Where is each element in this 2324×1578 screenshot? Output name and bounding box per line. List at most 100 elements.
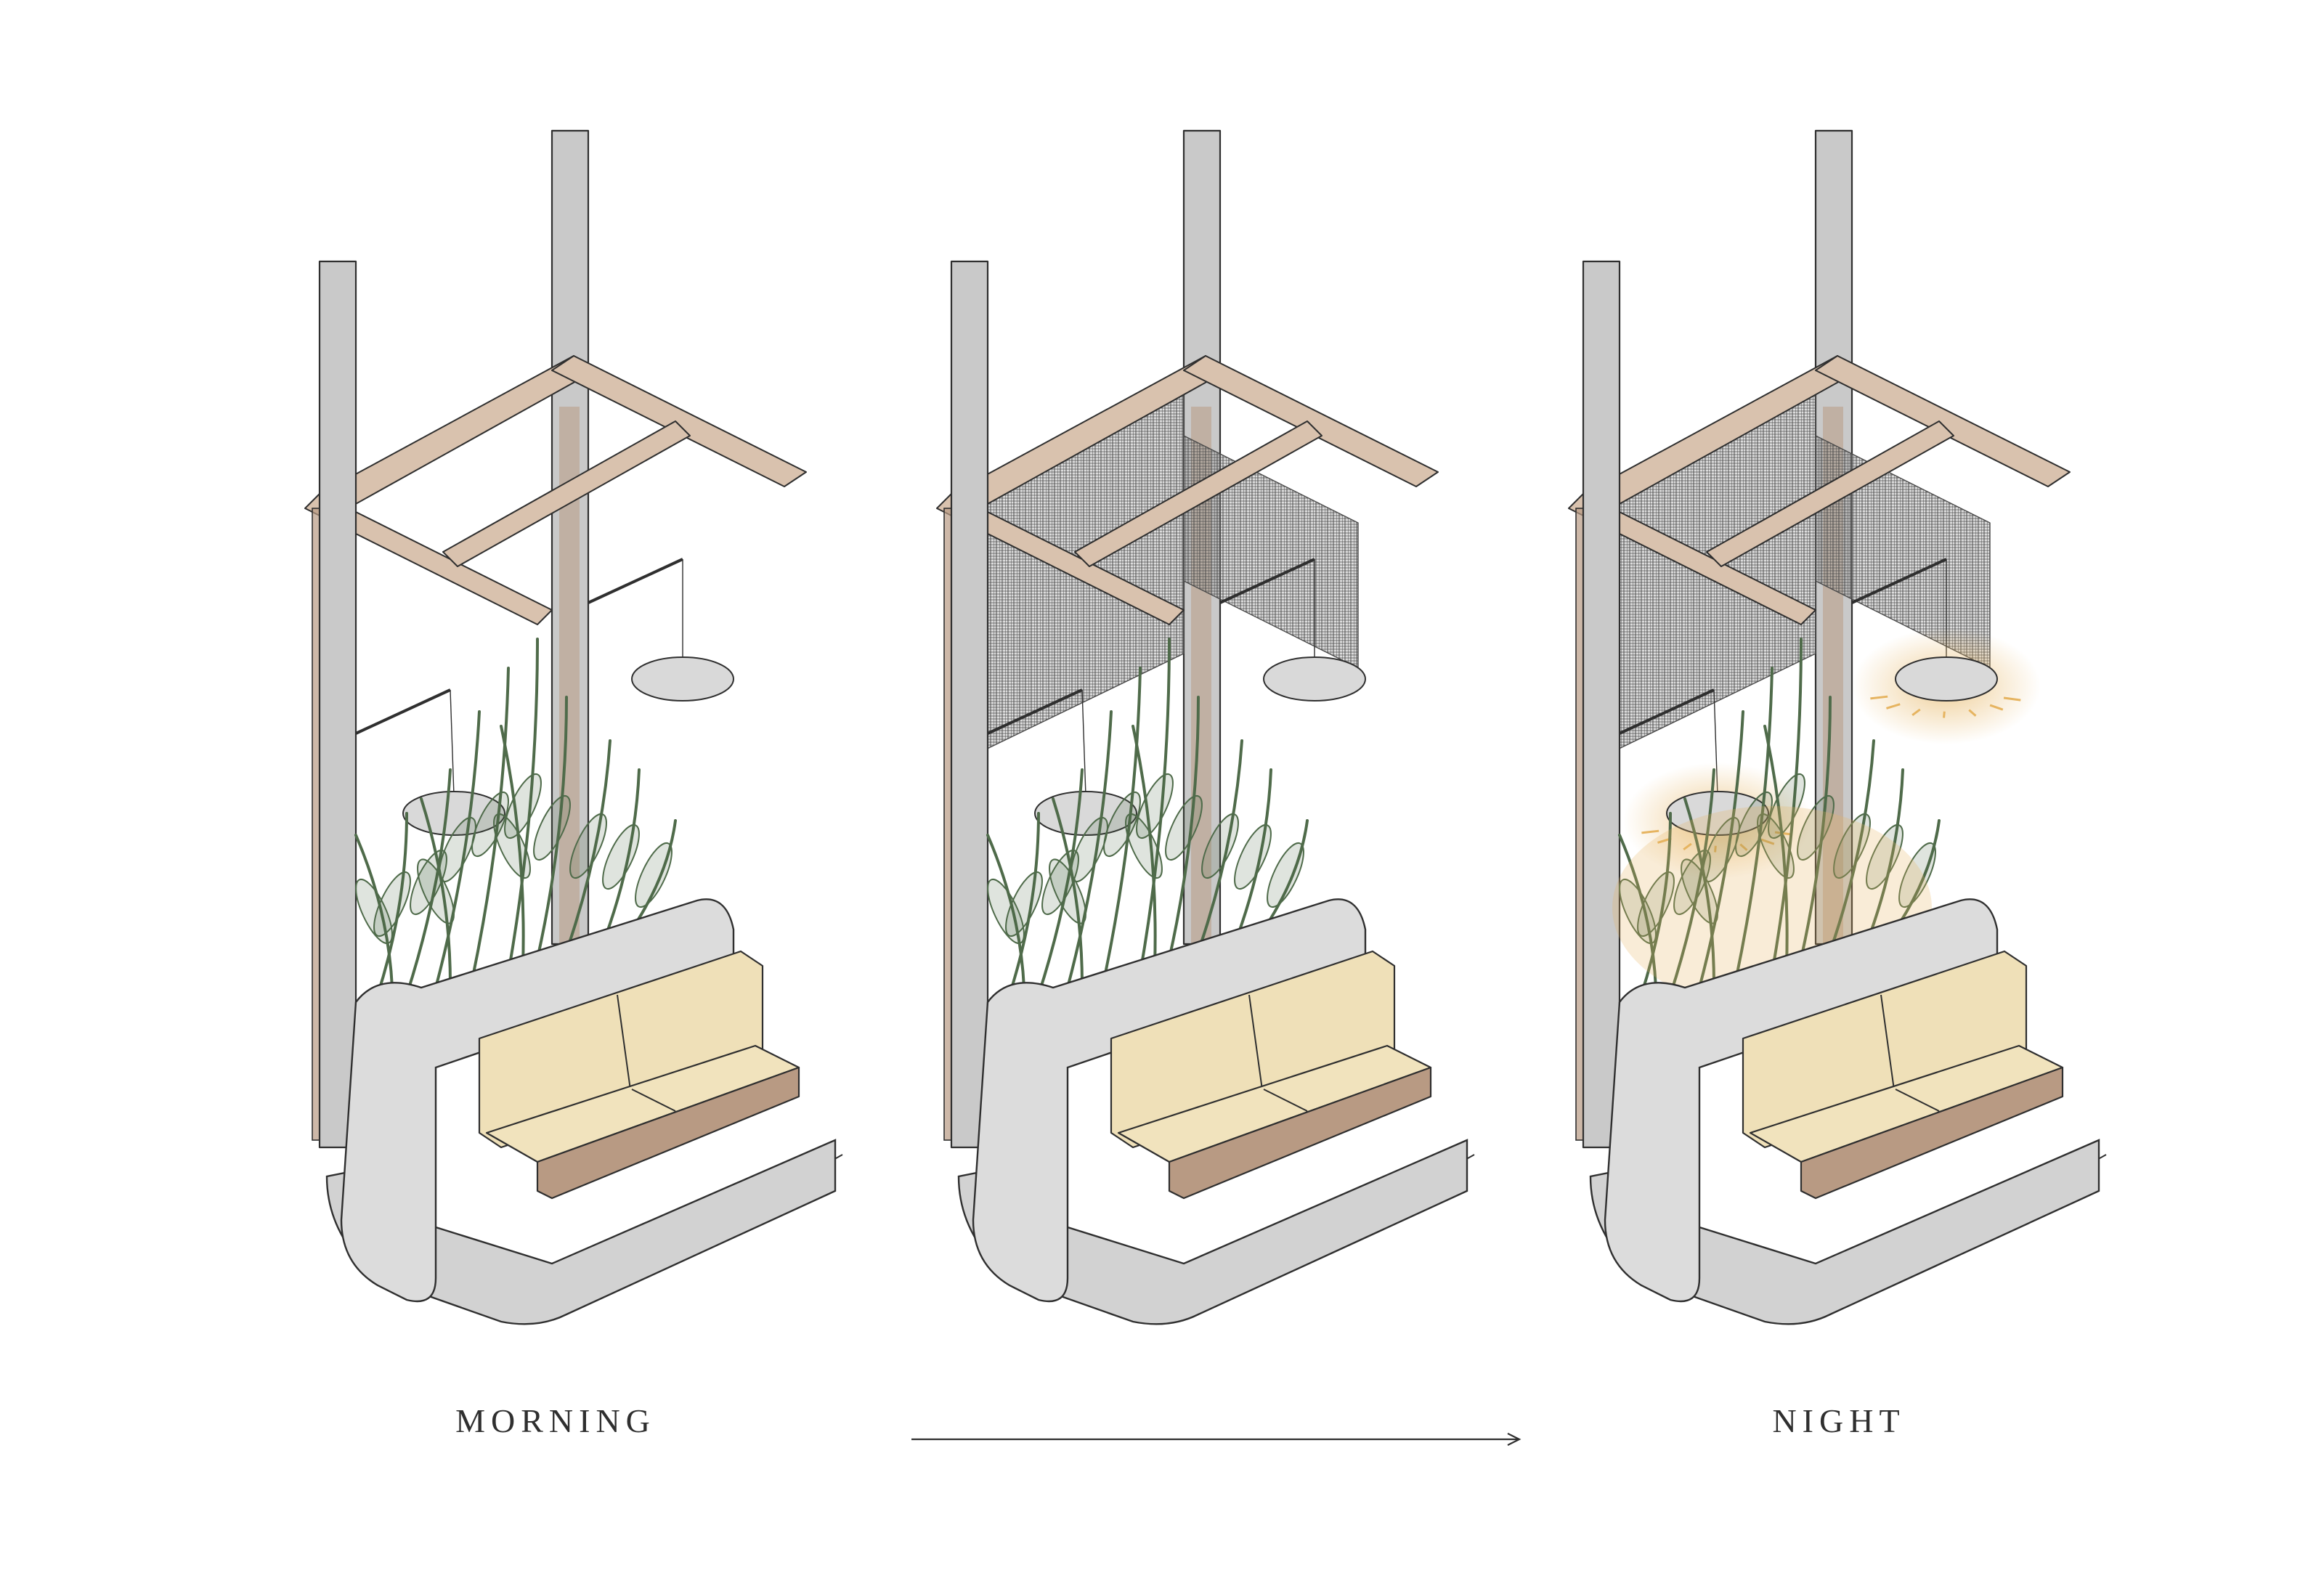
timber-beam bbox=[936, 493, 1185, 625]
plant-stem bbox=[434, 710, 481, 989]
lamp-arm bbox=[355, 688, 451, 735]
lamp-ray bbox=[1774, 831, 1792, 836]
steel-post-front bbox=[950, 260, 989, 1149]
plant-leaf bbox=[439, 816, 476, 883]
plant-leaf bbox=[1898, 842, 1936, 908]
sofa-seam bbox=[631, 1089, 676, 1112]
plant-stem bbox=[986, 834, 1025, 989]
sofa-seam bbox=[1895, 1089, 1940, 1112]
bench-timber-edge bbox=[536, 1066, 800, 1200]
plant-leaf bbox=[355, 878, 393, 945]
plant-leaf bbox=[1136, 773, 1174, 839]
plant-stem bbox=[1734, 667, 1774, 982]
lamp-ray bbox=[1886, 703, 1901, 709]
plant-stem bbox=[1008, 812, 1040, 996]
plant-stem bbox=[500, 725, 525, 967]
plant-stem bbox=[420, 797, 452, 985]
plant-stem bbox=[405, 768, 452, 996]
plant-leaf bbox=[1125, 813, 1163, 879]
timber-beam bbox=[1815, 355, 2071, 487]
timber-beam bbox=[551, 355, 807, 487]
lamp-cord bbox=[450, 689, 455, 796]
lamp-ray bbox=[1739, 843, 1748, 851]
plant-stem bbox=[536, 696, 568, 960]
plant-stem bbox=[354, 834, 394, 989]
bench-timber-edge bbox=[1168, 1066, 1432, 1200]
plant-leaf bbox=[417, 858, 455, 924]
plant-leaf bbox=[1070, 816, 1108, 883]
plant-stem bbox=[1131, 725, 1157, 967]
sofa-seam bbox=[1880, 994, 1896, 1101]
lamp-cord bbox=[1081, 689, 1086, 796]
lamp-ray bbox=[2003, 696, 2021, 701]
plant-leaf bbox=[493, 813, 531, 879]
plant-stem bbox=[1262, 819, 1309, 931]
plant-stem bbox=[1139, 638, 1171, 975]
plant-leaf bbox=[1165, 794, 1203, 861]
lamp-arm bbox=[1619, 688, 1715, 735]
plant-leaf bbox=[1735, 791, 1773, 858]
lamp-ray bbox=[1641, 829, 1659, 834]
plant-stem bbox=[1066, 710, 1113, 989]
plant-stem bbox=[507, 638, 539, 975]
plant-leaf bbox=[504, 773, 542, 839]
lamp-ray bbox=[1968, 709, 1977, 717]
plant-leaf bbox=[1619, 878, 1657, 945]
plant-leaf bbox=[1702, 816, 1740, 883]
plant-leaf bbox=[1757, 813, 1795, 879]
plant-leaf bbox=[1234, 823, 1272, 890]
bench-sofa bbox=[1742, 950, 2064, 1200]
plant-stem bbox=[1800, 696, 1832, 960]
sofa-seam bbox=[617, 994, 633, 1101]
plant-stem bbox=[1640, 812, 1672, 996]
plant-stem bbox=[1052, 797, 1084, 985]
lamp-ray bbox=[1870, 695, 1888, 700]
timber-beam bbox=[304, 493, 553, 625]
timber-beam bbox=[1706, 420, 1954, 567]
lamp-arm bbox=[1851, 558, 1947, 604]
plant-leaf bbox=[1797, 794, 1835, 861]
plant-leaf bbox=[602, 823, 640, 890]
plant-stem bbox=[1102, 667, 1142, 982]
lamp-shade bbox=[1895, 656, 1998, 701]
vignette-1 bbox=[304, 129, 843, 1325]
plant-leaf bbox=[1049, 858, 1086, 924]
bench-timber-edge bbox=[1800, 1066, 2064, 1200]
plant-leaf bbox=[1267, 842, 1304, 908]
plant-stem bbox=[1698, 710, 1744, 989]
steel-post-front bbox=[318, 260, 357, 1149]
sofa-seam bbox=[1263, 1089, 1308, 1112]
bench-sofa bbox=[478, 950, 800, 1200]
plant-leaf bbox=[1681, 858, 1718, 924]
bench-sofa bbox=[1110, 950, 1432, 1200]
plant-stem bbox=[1771, 638, 1803, 975]
lamp-arm bbox=[987, 688, 1083, 735]
plant-leaf bbox=[635, 842, 673, 908]
planting bbox=[986, 638, 1309, 996]
label-morning: MORNING bbox=[455, 1402, 656, 1439]
plant-stem bbox=[1037, 768, 1084, 996]
lamp-ray bbox=[1943, 711, 1946, 718]
pendant-lamp bbox=[1851, 558, 2041, 744]
pendant-lamp bbox=[1219, 558, 1366, 701]
plant-stem bbox=[1763, 725, 1789, 967]
planting bbox=[354, 638, 677, 996]
plant-stem bbox=[630, 819, 677, 931]
pendant-lamp bbox=[588, 558, 734, 701]
timber-beam bbox=[1568, 493, 1816, 625]
vignette-2 bbox=[936, 129, 1475, 1325]
plant-stem bbox=[1865, 768, 1904, 945]
vignette-3 bbox=[1568, 129, 2107, 1325]
plant-stem bbox=[601, 768, 641, 945]
plant-stem bbox=[1233, 768, 1272, 945]
plant-leaf bbox=[1866, 823, 1904, 890]
lamp-ray bbox=[1989, 704, 2004, 711]
plant-leaf bbox=[1201, 813, 1239, 879]
plant-leaf bbox=[471, 791, 509, 858]
plant-stem bbox=[1618, 834, 1657, 989]
plant-stem bbox=[1168, 696, 1200, 960]
plant-stem bbox=[1683, 797, 1715, 985]
timber-beam bbox=[1183, 355, 1439, 487]
